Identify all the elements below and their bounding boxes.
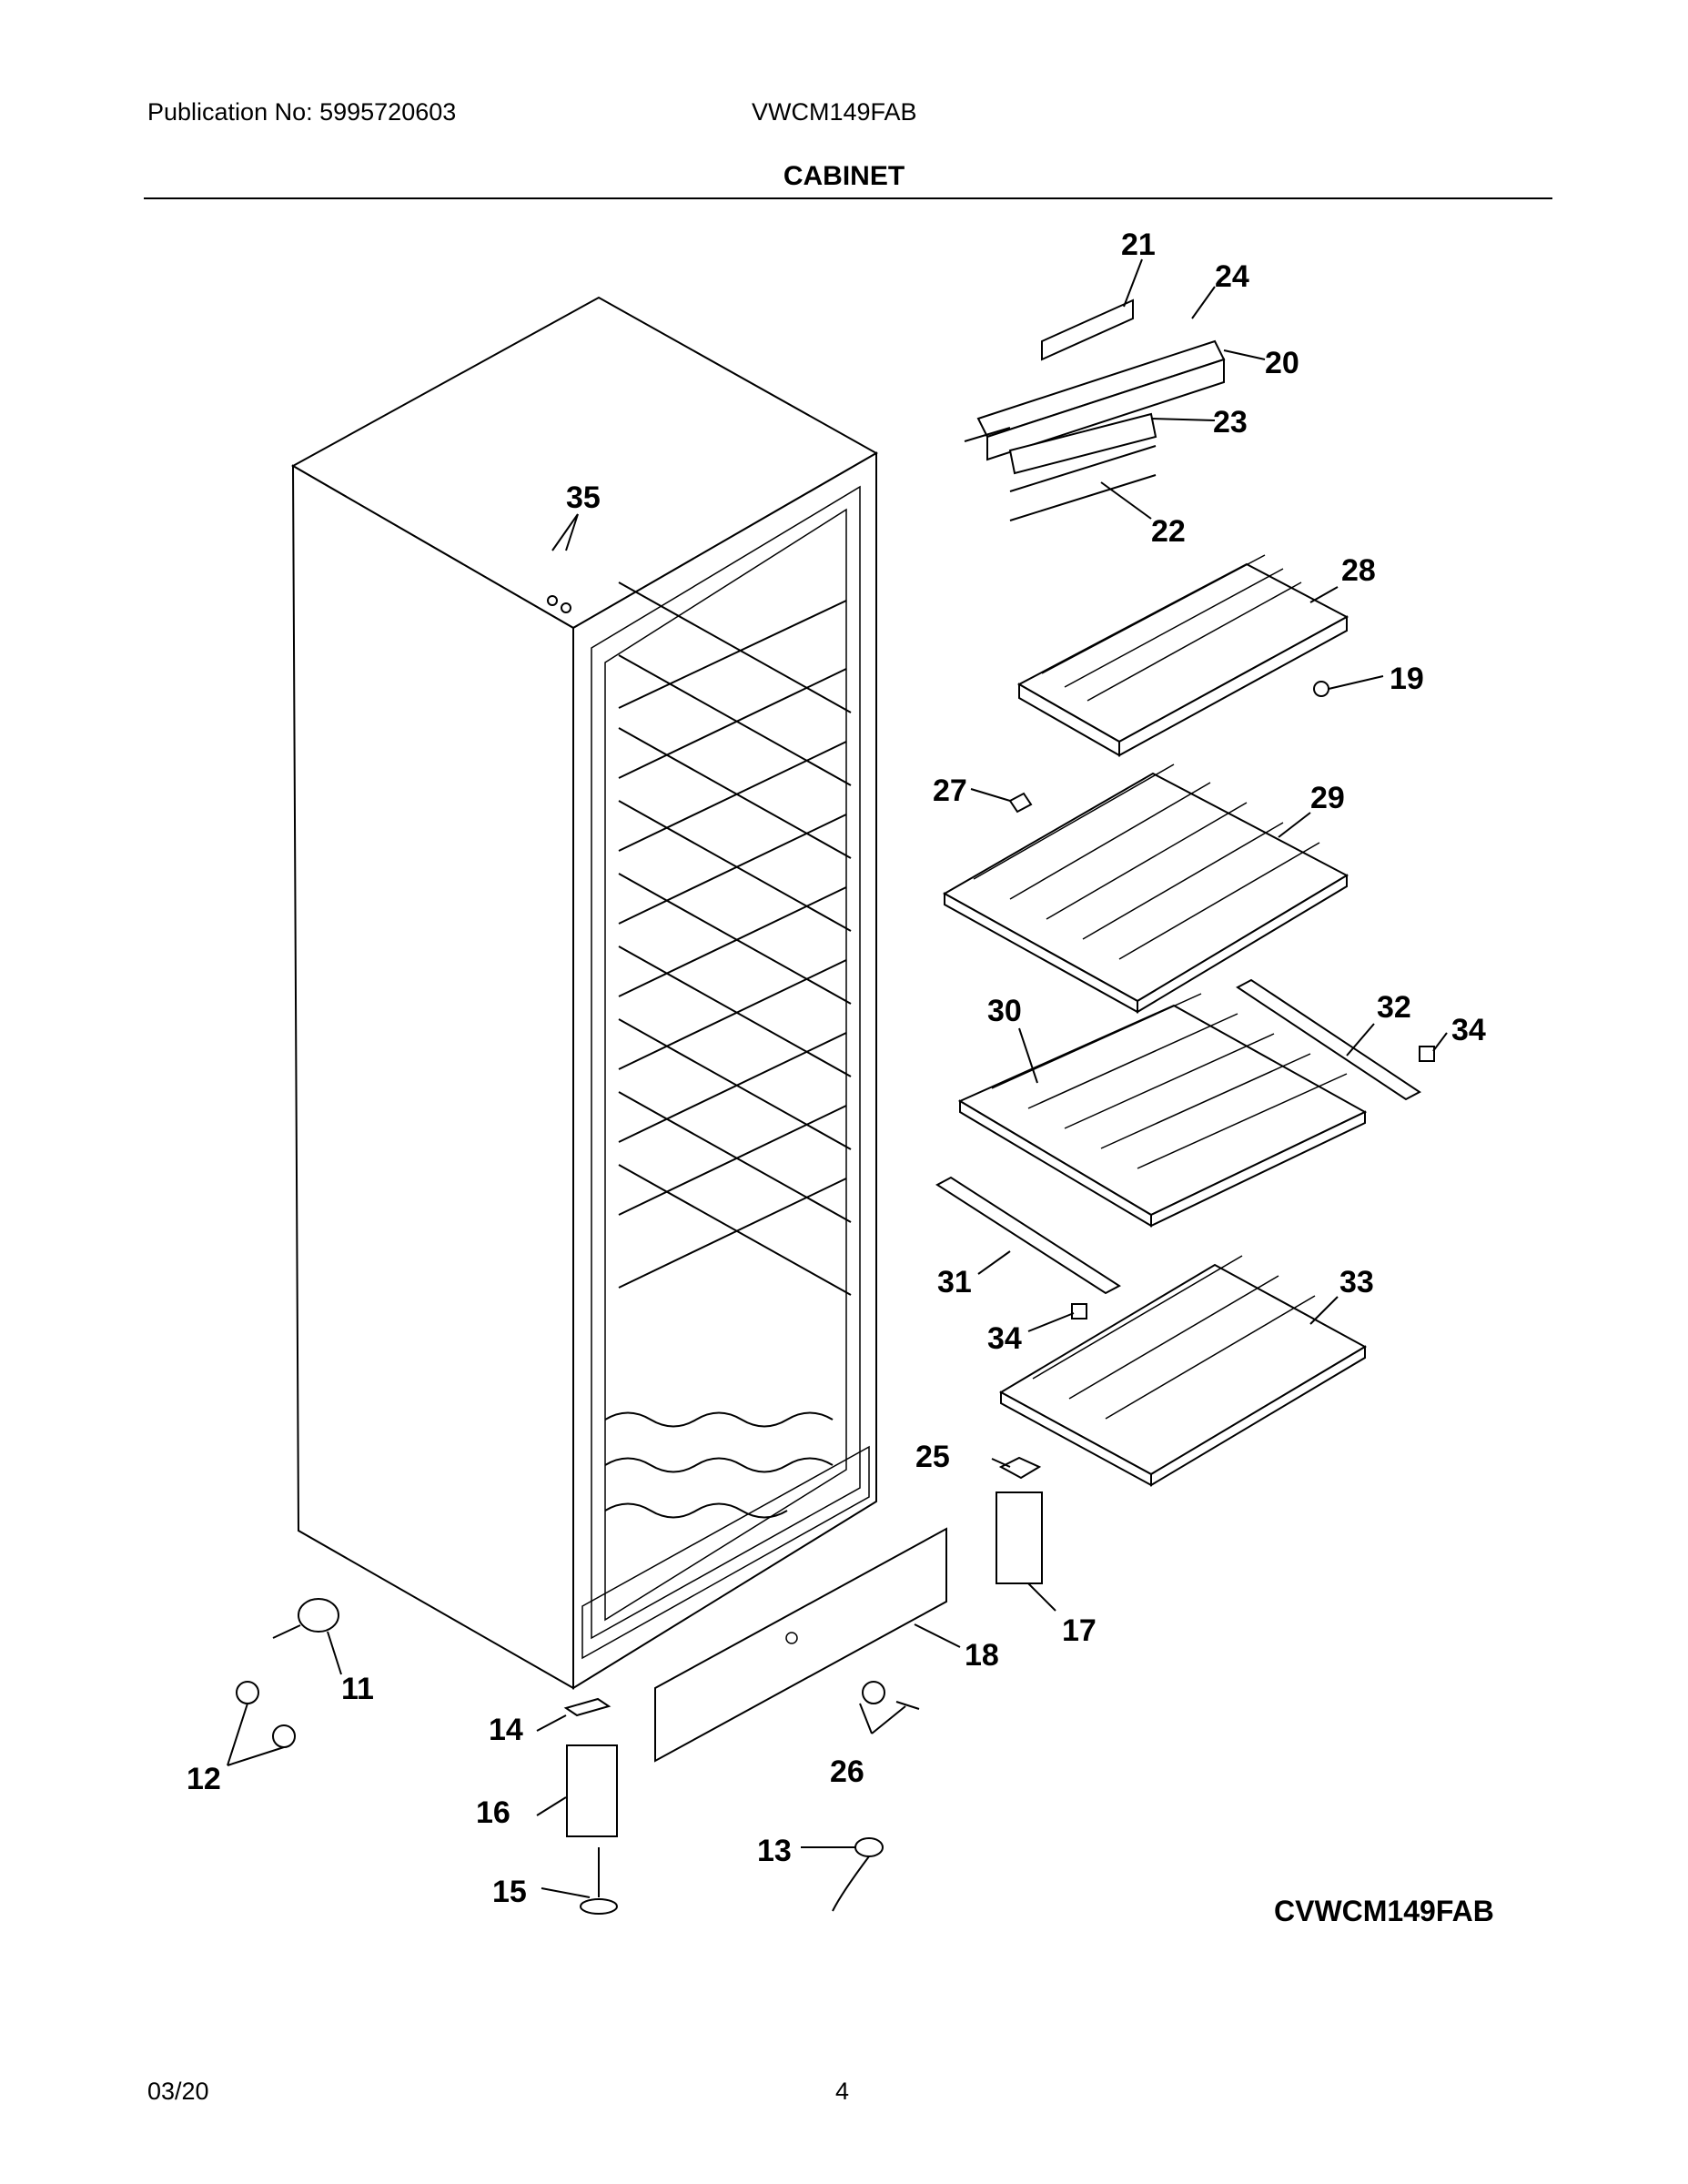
callout-18: 18	[965, 1638, 999, 1673]
foot-left	[236, 1681, 259, 1704]
header-divider	[144, 197, 1552, 199]
shelf-bumper	[1313, 681, 1329, 697]
shelf-clip	[1008, 792, 1033, 814]
callout-23: 23	[1213, 405, 1248, 440]
shelf-slide-left	[935, 1176, 1121, 1295]
callout-12: 12	[187, 1762, 221, 1796]
callout-22: 22	[1151, 514, 1186, 549]
footer-date: 03/20	[147, 2078, 209, 2105]
callout-27: 27	[933, 774, 967, 808]
callout-11: 11	[341, 1672, 374, 1706]
callout-15: 15	[492, 1875, 527, 1909]
callout-33: 33	[1339, 1265, 1374, 1299]
lamp	[854, 1837, 884, 1857]
wire-shelf-upper	[942, 763, 1349, 1014]
kick-plate	[654, 1527, 947, 1763]
cabinet-shelves	[618, 581, 852, 1296]
callout-13: 13	[757, 1834, 792, 1868]
roller	[298, 1598, 339, 1633]
hinge-shim	[563, 1697, 612, 1717]
lamp-wire	[832, 1855, 870, 1912]
wire-shelf-middle	[957, 993, 1368, 1228]
callout-19: 19	[1390, 662, 1424, 696]
callout-16: 16	[476, 1795, 510, 1830]
exploded-parts-diagram: 35 21 24 20 23 22 28 19 27 29 30 32 34 3…	[187, 228, 1486, 1915]
callout-labels: 35 21 24 20 23 22 28 19 27 29 30 32 34 3…	[187, 228, 1486, 1909]
diagram-code: CVWCM149FAB	[1274, 1895, 1494, 1927]
wire-shelf-lower	[998, 1255, 1368, 1487]
publication-number: Publication No: 5995720603	[147, 98, 457, 126]
callout-20: 20	[1265, 346, 1299, 380]
section-title: CABINET	[783, 161, 905, 191]
callout-34-lower: 34	[987, 1321, 1022, 1356]
shelf-slide-right	[1236, 978, 1421, 1101]
callout-25: 25	[915, 1440, 950, 1474]
hinge-bracket-right	[996, 1491, 1043, 1584]
callout-31: 31	[937, 1265, 972, 1299]
control-panel-assembly	[964, 298, 1226, 521]
hinge-pin-top	[998, 1456, 1042, 1480]
slide-stop-right	[1419, 1046, 1435, 1062]
hinge-bracket-left	[566, 1744, 618, 1837]
slide-stop-left	[1071, 1303, 1087, 1320]
cabinet-body	[290, 296, 879, 1690]
leveling-leg-foot	[580, 1898, 618, 1915]
callout-24: 24	[1215, 259, 1249, 294]
top-rack	[1016, 554, 1349, 757]
callout-32: 32	[1377, 990, 1411, 1025]
foot-right	[272, 1724, 296, 1748]
callout-26: 26	[830, 1754, 864, 1789]
model-number: VWCM149FAB	[752, 98, 917, 126]
lock-key	[895, 1701, 920, 1710]
door-lock	[862, 1681, 885, 1704]
callout-14: 14	[489, 1713, 523, 1747]
leader-lines	[227, 258, 1448, 1898]
page-number: 4	[835, 2078, 850, 2105]
callout-30: 30	[987, 994, 1022, 1028]
callout-21: 21	[1121, 228, 1156, 262]
callout-29: 29	[1310, 781, 1345, 815]
callout-35: 35	[566, 480, 601, 515]
callout-17: 17	[1062, 1613, 1097, 1648]
callout-28: 28	[1341, 553, 1376, 588]
callout-34-upper: 34	[1451, 1013, 1486, 1047]
